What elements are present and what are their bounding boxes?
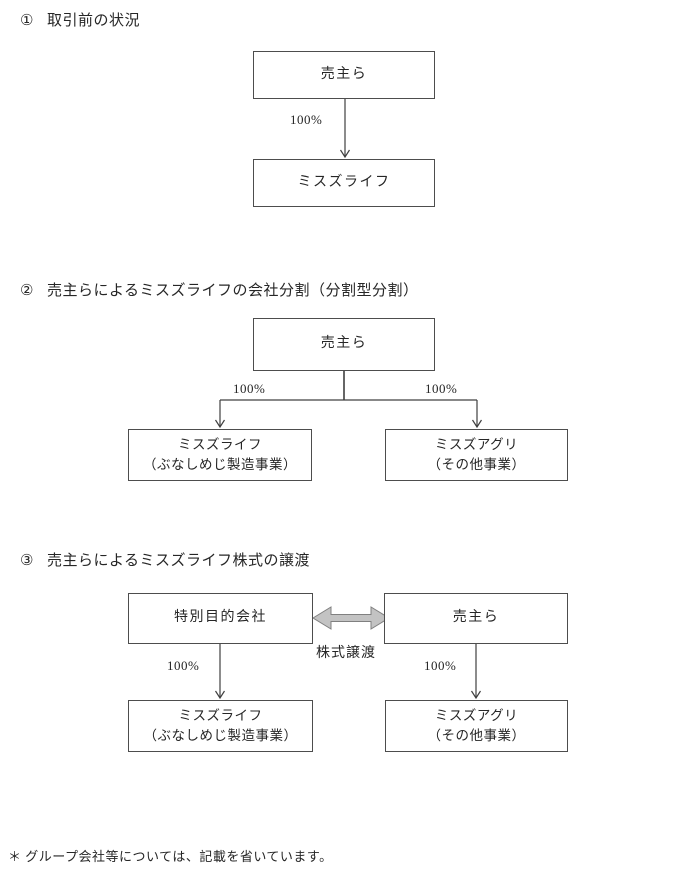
s3-sellers-box: 売主ら	[384, 593, 568, 644]
s2-misuzu-life-name: ミスズライフ	[178, 437, 262, 453]
s3-misuzu-life-box: ミスズライフ （ぶなしめじ製造事業）	[128, 700, 313, 752]
s2-right-ownership-percent: 100%	[425, 381, 458, 396]
s2-misuzu-life-box: ミスズライフ （ぶなしめじ製造事業）	[128, 429, 312, 481]
section-2-number: ②	[20, 283, 34, 299]
s2-misuzu-agri-business: （その他事業）	[427, 457, 526, 472]
s3-misuzu-life-name: ミスズライフ	[178, 708, 263, 724]
s3-spc-label: 特別目的会社	[174, 610, 267, 626]
section-3-title: 売主らによるミスズライフ株式の譲渡	[46, 553, 311, 569]
s3-left-ownership-percent: 100%	[167, 658, 200, 673]
section-1-heading: ① 取引前の状況	[20, 9, 140, 30]
s1-company-label: ミスズライフ	[297, 174, 391, 190]
s1-sellers-box: 売主ら	[253, 51, 435, 99]
s1-sellers-label: 売主ら	[320, 66, 368, 82]
section-3-heading: ③ 売主らによるミスズライフ株式の譲渡	[20, 549, 310, 570]
s2-misuzu-agri-box: ミスズアグリ （その他事業）	[385, 429, 568, 481]
s1-company-box: ミスズライフ	[253, 159, 435, 207]
s1-ownership-percent: 100%	[290, 112, 323, 127]
section-1-title: 取引前の状況	[46, 13, 140, 29]
s3-right-ownership-percent: 100%	[424, 658, 457, 673]
s3-misuzu-agri-box: ミスズアグリ （その他事業）	[385, 700, 568, 752]
s2-sellers-label: 売主ら	[320, 336, 368, 352]
share-transfer-double-arrow-icon	[312, 606, 390, 630]
s2-left-ownership-percent: 100%	[233, 381, 266, 396]
s3-sellers-label: 売主ら	[452, 610, 500, 626]
s3-misuzu-life-business: （ぶなしめじ製造事業）	[143, 728, 298, 743]
s2-misuzu-life-business: （ぶなしめじ製造事業）	[143, 457, 297, 472]
s3-spc-box: 特別目的会社	[128, 593, 313, 644]
section-2-title: 売主らによるミスズライフの会社分割（分割型分割）	[46, 283, 419, 299]
s3-misuzu-agri-name: ミスズアグリ	[434, 708, 519, 724]
s3-share-transfer-label: 株式譲渡	[316, 646, 376, 661]
footnote: ＊ グループ会社等については、記載を省いています。	[8, 849, 333, 864]
s2-misuzu-agri-name: ミスズアグリ	[434, 437, 519, 453]
s2-sellers-box: 売主ら	[253, 318, 435, 371]
section-3-number: ③	[20, 553, 34, 569]
section-1-number: ①	[20, 13, 34, 29]
section-2-heading: ② 売主らによるミスズライフの会社分割（分割型分割）	[20, 279, 419, 300]
s3-misuzu-agri-business: （その他事業）	[427, 728, 526, 743]
